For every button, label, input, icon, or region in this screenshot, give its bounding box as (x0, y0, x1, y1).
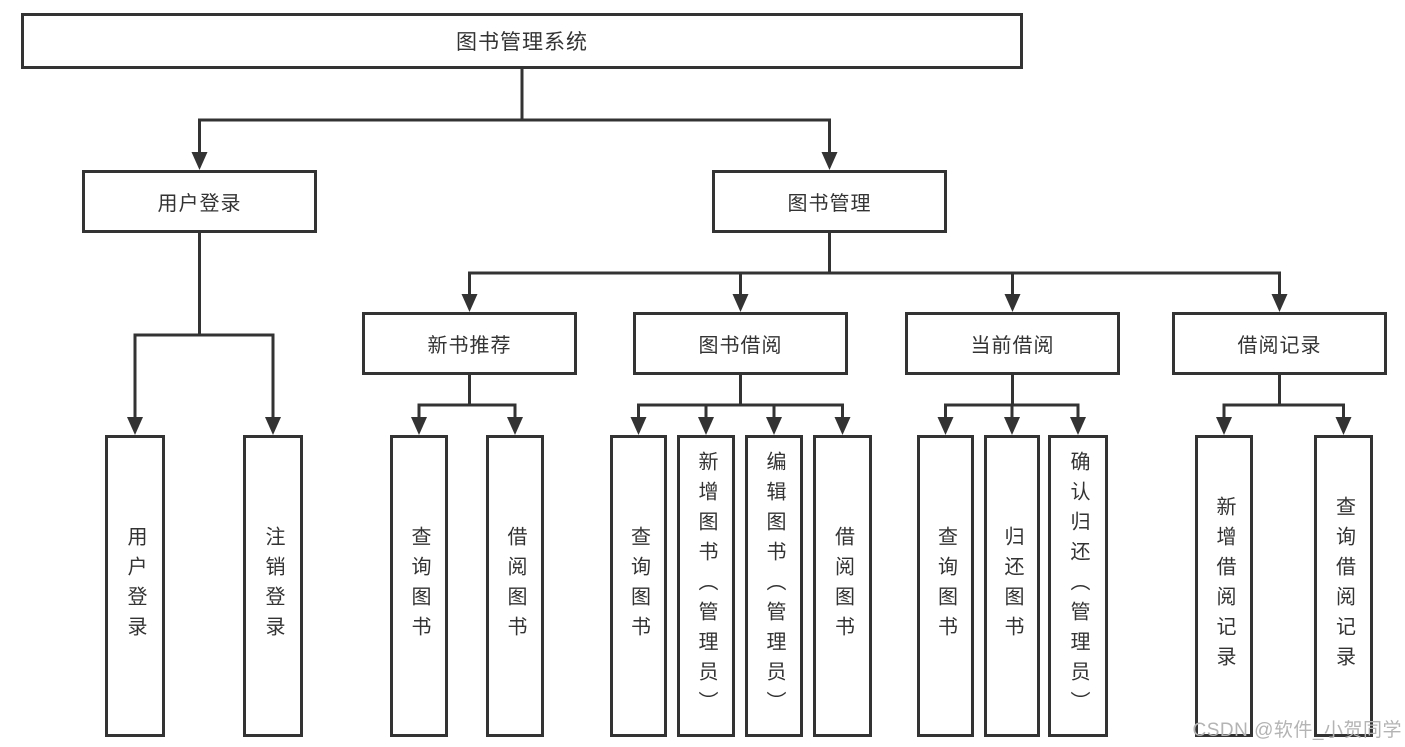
leaf-user-login: 用户登录 (105, 435, 165, 737)
connector-current-borrow-children (937, 373, 1086, 435)
leaf-label: 注销登录 (262, 526, 284, 646)
node-book-management: 图书管理 (712, 170, 947, 233)
node-user-login: 用户登录 (82, 170, 317, 233)
leaf-nb-query-book: 查询图书 (390, 435, 448, 737)
leaf-bb-edit-book-admin: 编辑图书（管理员） (745, 435, 803, 737)
leaf-br-add-record: 新增借阅记录 (1195, 435, 1253, 737)
leaf-bb-query-book: 查询图书 (610, 435, 667, 737)
connector-book-borrow-children (630, 373, 851, 435)
leaf-label: 查询图书 (934, 526, 957, 646)
leaf-logout: 注销登录 (243, 435, 303, 737)
connector-new-book-recommend-children (411, 373, 523, 435)
leaf-label: 借阅图书 (504, 526, 526, 646)
leaf-label: 编辑图书（管理员） (763, 451, 785, 721)
leaf-label: 用户登录 (124, 526, 146, 646)
connector-book-management-to-level3 (461, 231, 1288, 312)
leaf-label: 归还图书 (1001, 526, 1023, 646)
node-current-borrow: 当前借阅 (905, 312, 1120, 375)
connector-borrow-records-children (1216, 373, 1352, 435)
leaf-label: 查询图书 (408, 526, 430, 646)
node-new-book-recommend: 新书推荐 (362, 312, 577, 375)
leaf-cb-return-book: 归还图书 (984, 435, 1040, 737)
leaf-label: 借阅图书 (831, 526, 854, 646)
leaf-nb-borrow-book: 借阅图书 (486, 435, 544, 737)
node-root: 图书管理系统 (21, 13, 1023, 69)
leaf-bb-borrow-book: 借阅图书 (813, 435, 872, 737)
leaf-cb-confirm-return-admin: 确认归还（管理员） (1048, 435, 1108, 737)
node-borrow-records: 借阅记录 (1172, 312, 1387, 375)
leaf-label: 查询图书 (627, 526, 650, 646)
leaf-cb-query-book: 查询图书 (917, 435, 974, 737)
watermark: CSDN @软件_小贺同学 (1192, 720, 1402, 741)
node-book-borrow: 图书借阅 (633, 312, 848, 375)
leaf-label: 查询借阅记录 (1332, 496, 1355, 676)
leaf-bb-add-book-admin: 新增图书（管理员） (677, 435, 735, 737)
connector-root-to-level2 (191, 67, 838, 170)
leaf-label: 新增借阅记录 (1213, 496, 1235, 676)
leaf-br-query-record: 查询借阅记录 (1314, 435, 1373, 737)
connector-user-login-children (127, 231, 281, 435)
leaf-label: 确认归还（管理员） (1067, 451, 1089, 721)
leaf-label: 新增图书（管理员） (695, 451, 717, 721)
